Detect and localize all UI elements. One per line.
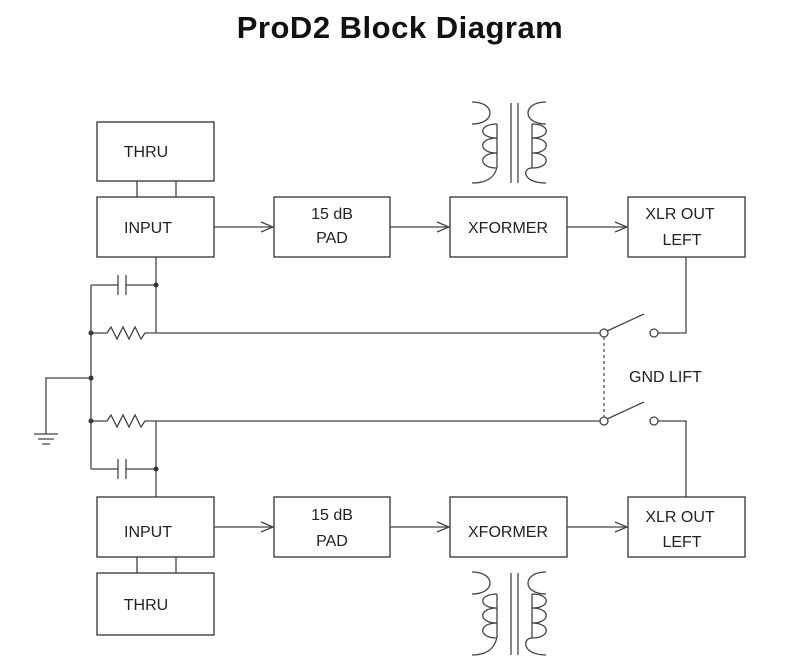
transformer-icon-bottom [471,571,547,656]
thru-label: THRU [124,144,168,161]
thru-label: THRU [124,597,168,614]
pad-block-top: 15 dB PAD [273,196,391,258]
left-label: LEFT [662,534,701,551]
xformer-block-bottom: XFORMER [449,496,568,558]
pad-block-bottom: 15 dB PAD [273,496,391,558]
pad-label-line1: 15 dB [311,206,353,223]
resistor-icon-bottom [91,413,156,429]
rc-network-bottom [88,413,604,497]
pad-label-line2: PAD [316,230,348,247]
thru-block-top: THRU [96,121,215,182]
bottom-channel: INPUT THRU 15 dB PAD XFORMER XLR OUT LEF… [96,496,746,656]
pad-label-line2: PAD [316,533,348,550]
input-block-top: INPUT [96,196,215,258]
xformer-block-top: XFORMER [449,196,568,258]
gnd-lift-switch: GND LIFT [599,257,702,497]
rc-network-top [88,257,604,341]
xlr-out-label: XLR OUT [645,206,715,223]
switch-lead-top [658,257,687,334]
capacitor-icon-bottom [117,459,127,479]
input-label: INPUT [124,524,172,541]
gnd-lift-label: GND LIFT [629,369,702,386]
thru-link-bottom [136,557,177,573]
switch-blade-top [606,313,645,332]
xformer-label: XFORMER [468,220,548,237]
transformer-icon-top [471,101,547,184]
left-label: LEFT [662,232,701,249]
xlr-out-label: XLR OUT [645,509,715,526]
top-channel: THRU INPUT 15 dB PAD XFORMER XLR OUT LEF… [96,101,746,258]
ground-icon [34,377,91,445]
thru-block-bottom: THRU [96,572,215,636]
capacitor-icon-top [117,275,127,295]
xlr-out-block-bottom: XLR OUT LEFT [627,496,746,558]
xlr-out-block-top: XLR OUT LEFT [627,196,746,258]
switch-blade-bottom [606,401,645,420]
input-block-bottom: INPUT [96,496,215,558]
switch-lead-bottom [658,420,687,497]
thru-link-top [136,181,177,197]
xformer-label: XFORMER [468,524,548,541]
page-title: ProD2 Block Diagram [236,10,564,45]
resistor-icon-top [91,325,156,341]
pad-label-line1: 15 dB [311,507,353,524]
input-label: INPUT [124,220,172,237]
